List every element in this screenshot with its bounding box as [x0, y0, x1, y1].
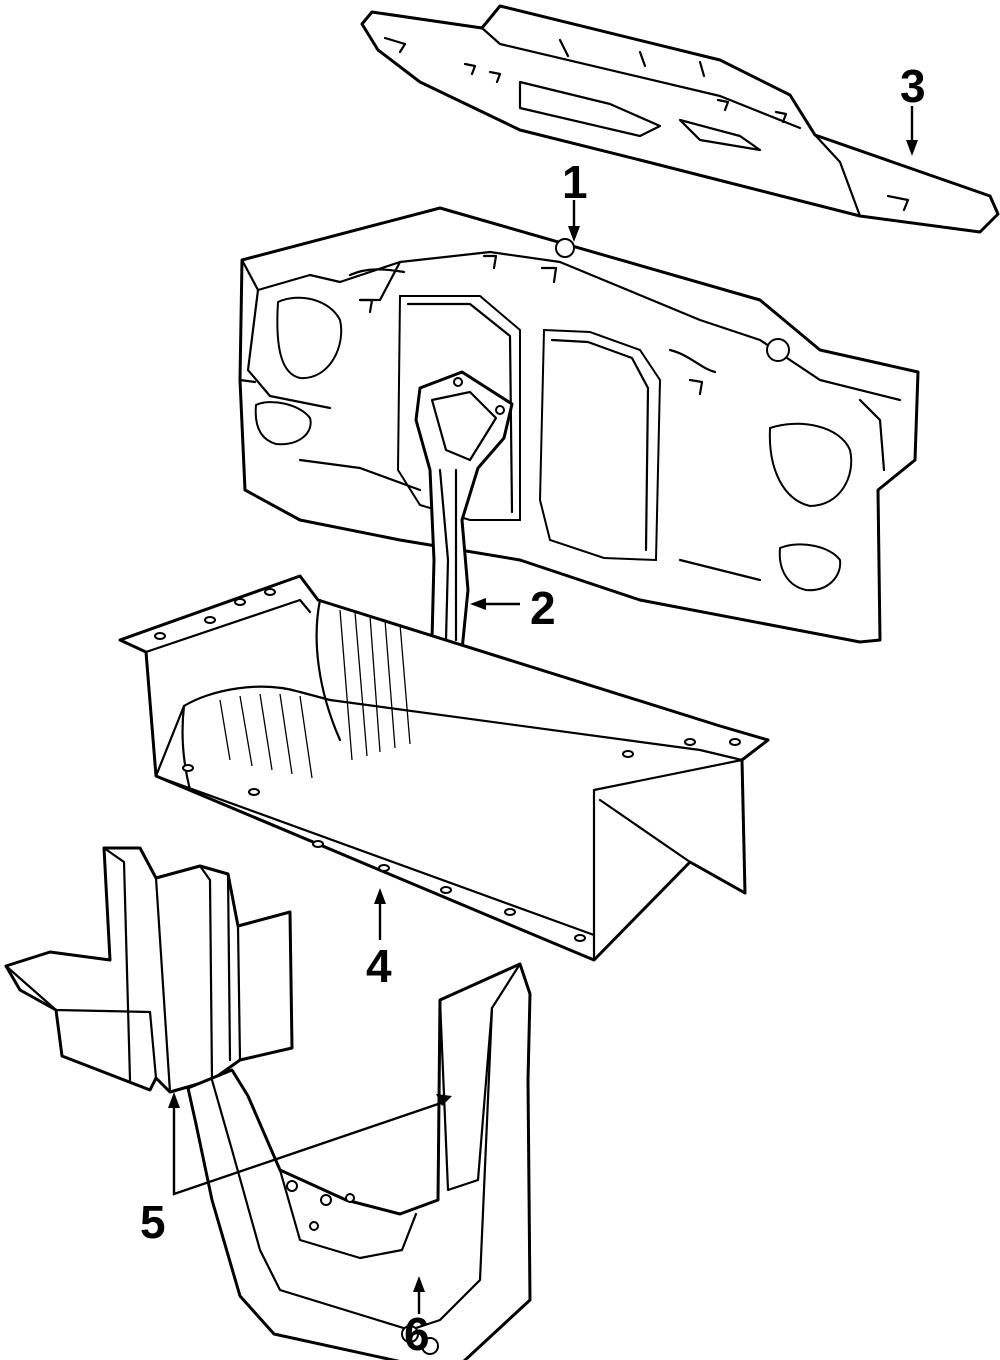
part-2-center-bracket [414, 370, 514, 664]
callout-6: 6 [404, 1308, 430, 1360]
leader-lines [168, 106, 918, 1314]
callout-4: 4 [366, 940, 392, 992]
callout-2: 2 [530, 582, 556, 634]
part-4-lower-shroud [118, 574, 770, 962]
callout-3: 3 [900, 60, 926, 112]
part-5-air-deflector [4, 846, 294, 1094]
callout-labels: 1 2 3 4 5 6 [140, 60, 926, 1360]
part-6-lower-bracket [186, 962, 532, 1360]
part-1-radiator-support [238, 206, 920, 644]
callout-1: 1 [562, 156, 588, 208]
shroud-mount-holes [154, 588, 741, 942]
callout-5: 5 [140, 1196, 166, 1248]
part-3-upper-cover [360, 4, 1000, 234]
